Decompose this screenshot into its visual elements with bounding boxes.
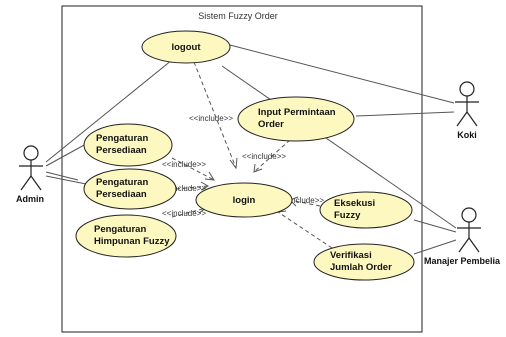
actor-manajer-label: Manajer Pembelia	[424, 256, 501, 266]
use-case-label: Jumlah Order	[330, 262, 392, 273]
assoc-koki-logout	[229, 44, 455, 104]
use-case-shape	[319, 191, 413, 229]
use-case-label: Eksekusi	[334, 198, 375, 209]
actor-manajer[interactable]	[457, 207, 481, 253]
system-title: Sistem Fuzzy Order	[198, 11, 278, 21]
use-case-logout[interactable]: logout	[141, 30, 231, 64]
use-case-label: Pengaturan	[94, 224, 146, 235]
assoc-koki-input	[355, 111, 455, 117]
arrowhead	[229, 157, 238, 170]
use-case-eksekusi-fuzzy[interactable]: Eksekusi Fuzzy	[319, 191, 413, 229]
associations	[45, 44, 457, 255]
include-dependencies	[171, 61, 333, 249]
include-verifikasi-login	[277, 211, 333, 249]
use-case-label: Himpunan Fuzzy	[94, 236, 170, 247]
assoc-admin-logout	[45, 59, 173, 163]
actor-admin[interactable]	[19, 145, 43, 191]
use-case-label: Persediaan	[96, 189, 147, 200]
arrowhead	[200, 181, 210, 191]
use-case-label: Pengaturan	[96, 133, 148, 144]
use-case-input-permintaan-order[interactable]: Input Permintaan Order	[237, 96, 355, 142]
actor-head	[23, 145, 39, 161]
actor-head	[459, 81, 475, 97]
assoc-admin-himpunan	[45, 171, 79, 181]
assoc-manajer-eksekusi	[413, 219, 457, 233]
use-case-pengaturan-persediaan-2[interactable]: Pengaturan Persediaan	[83, 168, 177, 210]
use-case-pengaturan-persediaan-1[interactable]: Pengaturan Persediaan	[83, 123, 173, 167]
include-label-input: <<include>>	[242, 152, 286, 161]
use-case-label: Verifikasi	[330, 250, 372, 261]
use-case-label: Order	[258, 119, 284, 130]
actor-koki-label: Koki	[457, 130, 477, 140]
actor-head	[461, 207, 477, 223]
use-case-shape	[141, 30, 231, 64]
use-case-label: Persediaan	[96, 145, 147, 156]
include-label-pengaturan-2: <<include>>	[162, 184, 206, 193]
include-himpunan-login	[171, 207, 207, 218]
actor-leg-left	[20, 175, 32, 191]
assoc-admin-pengaturan-2	[45, 175, 87, 185]
include-pengaturan2-login	[175, 185, 209, 190]
arrowhead	[253, 163, 263, 173]
actor-leg-right	[30, 175, 42, 191]
use-case-login[interactable]: login	[195, 182, 293, 218]
use-case-label: login	[233, 195, 256, 206]
actor-leg-left	[456, 111, 468, 127]
use-case-shape	[195, 182, 293, 218]
include-pengaturan1-login	[171, 157, 215, 181]
include-label-logout: <<include>>	[189, 114, 233, 123]
use-case-label: Fuzzy	[334, 210, 361, 221]
actor-leg-right	[466, 111, 478, 127]
use-case-shape	[75, 214, 177, 258]
use-case-shape	[237, 96, 355, 142]
include-label-himpunan: <<include>>	[162, 209, 206, 218]
use-case-label: Pengaturan	[96, 177, 148, 188]
system-boundary	[61, 5, 423, 333]
actor-leg-right	[468, 237, 480, 253]
include-label-pengaturan-1: <<include>>	[162, 160, 206, 169]
use-case-label: Input Permintaan	[258, 107, 336, 118]
use-case-verifikasi-jumlah-order[interactable]: Verifikasi Jumlah Order	[313, 243, 415, 281]
actor-koki[interactable]	[455, 81, 479, 127]
assoc-manajer-logout	[221, 65, 457, 229]
actor-leg-left	[458, 237, 470, 253]
use-case-shape	[83, 123, 173, 167]
use-case-shape	[313, 243, 415, 281]
use-case-shape	[83, 168, 177, 210]
assoc-admin-pengaturan-1	[45, 143, 87, 167]
include-input-login	[253, 139, 291, 173]
use-case-label: logout	[171, 42, 201, 53]
use-case-pengaturan-himpunan-fuzzy[interactable]: Pengaturan Himpunan Fuzzy	[75, 214, 177, 258]
arrowhead	[204, 171, 215, 181]
include-eksekusi-login	[289, 199, 321, 207]
include-label-eksekusi: <<include>>	[280, 196, 324, 205]
include-logout-login	[193, 61, 237, 169]
actor-admin-label: Admin	[16, 194, 44, 204]
assoc-manajer-verifikasi	[413, 239, 457, 255]
